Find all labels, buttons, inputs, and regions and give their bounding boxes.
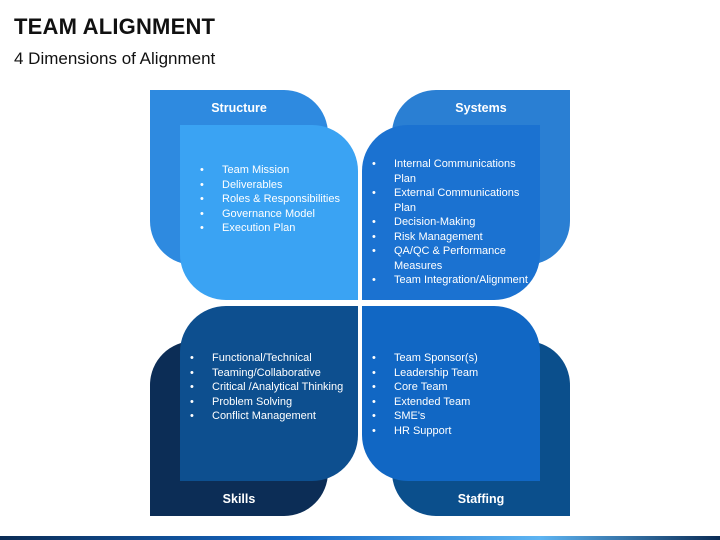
list-item: HR Support [368, 424, 534, 439]
staffing-card: Team Sponsor(s) Leadership Team Core Tea… [362, 306, 540, 481]
list-item: Team Sponsor(s) [368, 351, 534, 366]
list-item: External Communications Plan [368, 186, 534, 215]
list-item: Leadership Team [368, 366, 534, 381]
list-item: Decision-Making [368, 215, 534, 230]
skills-list: Functional/Technical Teaming/Collaborati… [186, 351, 352, 424]
list-item: Critical /Analytical Thinking [186, 380, 352, 395]
list-item: Problem Solving [186, 395, 352, 410]
staffing-list: Team Sponsor(s) Leadership Team Core Tea… [368, 351, 534, 438]
structure-list: Team Mission Deliverables Roles & Respon… [196, 163, 348, 236]
list-item: Team Integration/Alignment [368, 273, 534, 288]
list-item: Extended Team [368, 395, 534, 410]
staffing-label: Staffing [457, 492, 505, 506]
list-item: Internal Communications Plan [368, 157, 534, 186]
list-item: SME's [368, 409, 534, 424]
list-item: Teaming/Collaborative [186, 366, 352, 381]
skills-label: Skills [222, 492, 256, 506]
bottom-accent-strip [0, 536, 720, 540]
list-item: Governance Model [196, 207, 348, 222]
list-item: Risk Management [368, 230, 534, 245]
list-item: Conflict Management [186, 409, 352, 424]
list-item: Execution Plan [196, 221, 348, 236]
list-item: QA/QC & Performance Measures [368, 244, 534, 273]
page-subtitle: 4 Dimensions of Alignment [14, 49, 216, 68]
systems-card: Internal Communications Plan External Co… [362, 125, 540, 300]
list-item: Deliverables [196, 178, 348, 193]
page-title: TEAM ALIGNMENT [14, 14, 216, 39]
systems-list: Internal Communications Plan External Co… [368, 157, 534, 288]
list-item: Team Mission [196, 163, 348, 178]
list-item: Functional/Technical [186, 351, 352, 366]
list-item: Roles & Responsibilities [196, 192, 348, 207]
structure-label: Structure [211, 101, 267, 115]
skills-card: Functional/Technical Teaming/Collaborati… [180, 306, 358, 481]
structure-card: Team Mission Deliverables Roles & Respon… [180, 125, 358, 300]
list-item: Core Team [368, 380, 534, 395]
systems-label: Systems [455, 101, 507, 115]
